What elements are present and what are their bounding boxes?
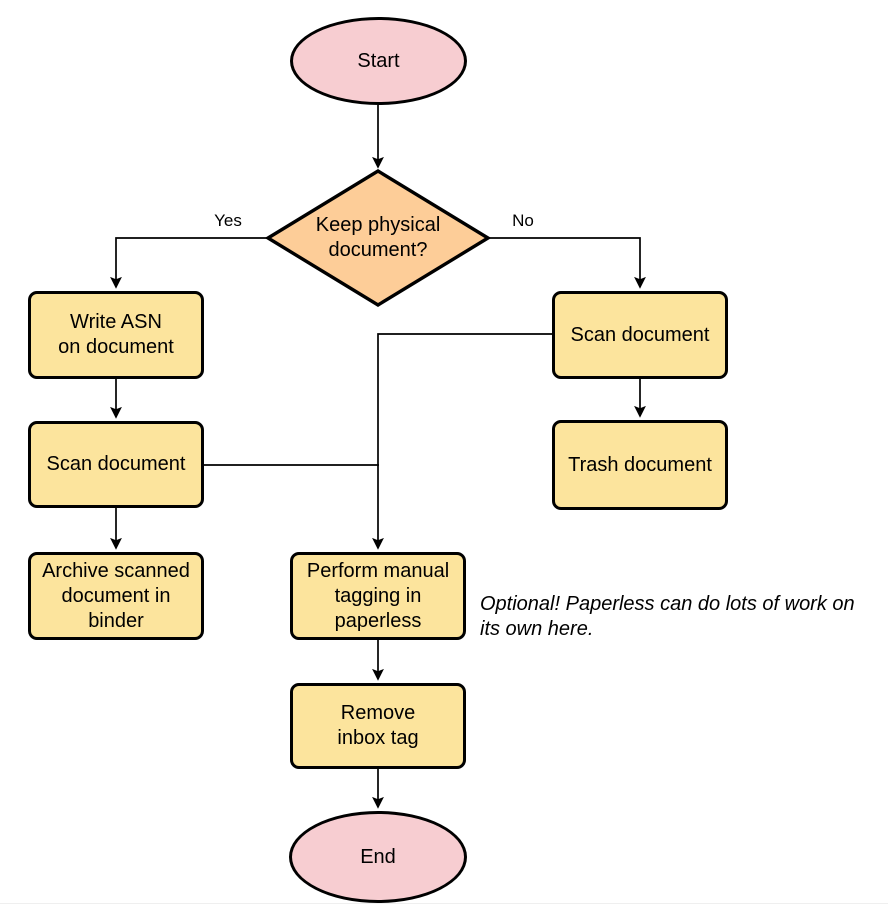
node-decision-label-box: Keep physical document? <box>278 213 478 263</box>
node-start-label: Start <box>357 49 400 72</box>
node-trash-document: Trash document <box>552 420 728 510</box>
optional-note: Optional! Paperless can do lots of work … <box>480 592 888 642</box>
node-write-asn-label: Write ASN on document <box>58 311 174 358</box>
node-scan-document-left-label: Scan document <box>46 453 186 475</box>
node-archive-binder: Archive scanned document in binder <box>28 552 204 640</box>
node-end-label: End <box>360 845 396 868</box>
edge-label-no: No <box>512 211 534 230</box>
edge-label-yes: Yes <box>214 211 242 230</box>
node-trash-document-label: Trash document <box>568 453 712 476</box>
node-start: Start <box>290 17 467 105</box>
decision-diamond-shape <box>264 169 492 307</box>
node-manual-tagging-label: Perform manual tagging in paperless <box>306 559 450 632</box>
node-decision-label: Keep physical document? <box>315 214 441 261</box>
node-remove-inbox-tag: Remove inbox tag <box>290 683 466 769</box>
node-scan-document-left: Scan document <box>28 421 204 508</box>
bottom-divider-line <box>0 903 888 904</box>
optional-note-text: Optional! Paperless can do lots of work … <box>480 593 855 640</box>
node-scan-document-right: Scan document <box>552 291 728 379</box>
node-remove-inbox-tag-label: Remove inbox tag <box>337 702 419 749</box>
edge-scan-right-to-tagging <box>372 333 552 550</box>
edge-decision-yes-to-write-asn <box>110 237 268 289</box>
node-write-asn: Write ASN on document <box>28 291 204 379</box>
node-scan-document-right-label: Scan document <box>570 323 710 346</box>
edge-decision-no-to-scan-right <box>488 237 646 289</box>
node-end: End <box>289 811 467 903</box>
node-manual-tagging: Perform manual tagging in paperless <box>290 552 466 640</box>
node-archive-binder-label: Archive scanned document in binder <box>42 559 190 632</box>
